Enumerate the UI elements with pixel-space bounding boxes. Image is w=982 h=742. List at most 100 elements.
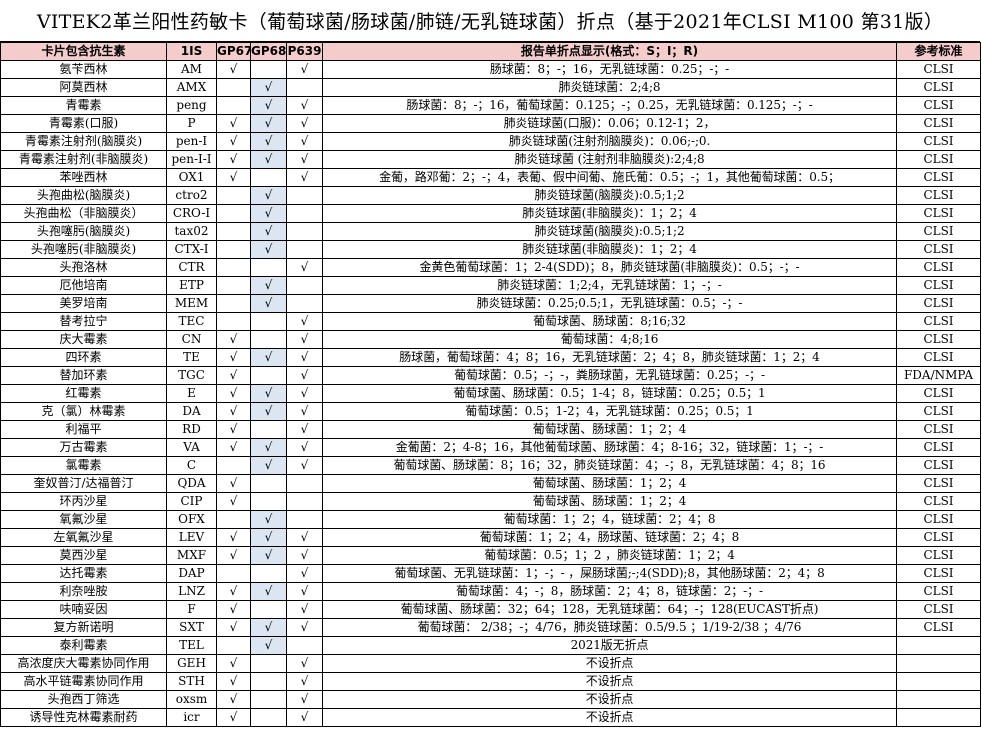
p639-check-cell <box>286 240 323 259</box>
standard-cell: CLSI <box>896 60 981 79</box>
breakpoint-cell: 肺炎链球菌：1;2;4，无乳链球菌：1；-；- <box>322 276 897 295</box>
p639-check-cell: √ <box>286 330 323 349</box>
antibiotic-name-cell: 美罗培南 <box>0 294 167 313</box>
gp68-check-cell <box>250 312 287 331</box>
breakpoint-cell: 肺炎链球菌：0.25;0.5;1，无乳链球菌：0.5；-；- <box>322 294 897 313</box>
antibiotic-code-cell: AMX <box>166 78 217 97</box>
standard-cell: CLSI <box>896 150 981 169</box>
p639-check-cell: √ <box>286 708 323 727</box>
sheet-title: VITEK2革兰阳性药敏卡（葡萄球菌/肠球菌/肺链/无乳链球菌）折点（基于202… <box>0 0 980 42</box>
standard-cell: CLSI <box>896 402 981 421</box>
antibiotic-name-cell: 替考拉宁 <box>0 312 167 331</box>
standard-cell: CLSI <box>896 204 981 223</box>
antibiotic-code-cell: SXT <box>166 618 217 637</box>
gp67-check-cell: √ <box>216 654 251 673</box>
antibiotic-name-cell: 青霉素(口服) <box>0 114 167 133</box>
gp68-check-cell: √ <box>250 546 287 565</box>
antibiotic-name-cell: 环丙沙星 <box>0 492 167 511</box>
antibiotic-name-cell: 复方新诺明 <box>0 618 167 637</box>
table-row: 青霉素(口服)P√√√肺炎链球菌(口服)：0.06；0.12-1；2，CLSI <box>0 114 981 133</box>
gp68-check-cell: √ <box>250 186 287 205</box>
standard-cell: CLSI <box>896 600 981 619</box>
standard-cell: CLSI <box>896 618 981 637</box>
antibiotic-name-cell: 头孢噻肟(非脑膜炎) <box>0 240 167 259</box>
breakpoint-cell: 葡萄球菌：1；2；4，肠球菌、链球菌：2；4；8 <box>322 528 897 547</box>
standard-cell <box>896 690 981 709</box>
breakpoint-cell: 葡萄球菌、肠球菌：1；2；4 <box>322 420 897 439</box>
gp67-check-cell: √ <box>216 474 251 493</box>
breakpoint-cell: 肺炎链球菌(脑膜炎):0.5;1;2 <box>322 222 897 241</box>
breakpoint-cell: 葡萄球菌：4;8;16 <box>322 330 897 349</box>
p639-check-cell: √ <box>286 384 323 403</box>
antibiotic-name-cell: 奎奴普汀/达福普汀 <box>0 474 167 493</box>
antibiotic-code-cell: F <box>166 600 217 619</box>
p639-check-cell: √ <box>286 582 323 601</box>
breakpoint-cell: 肠球菌：8；-；16，葡萄球菌：0.125；-；0.25，无乳链球菌：0.125… <box>322 96 897 115</box>
gp67-check-cell: √ <box>216 618 251 637</box>
standard-cell: CLSI <box>896 492 981 511</box>
antibiotic-name-cell: 莫西沙星 <box>0 546 167 565</box>
gp68-check-cell <box>250 258 287 277</box>
antibiotic-code-cell: ETP <box>166 276 217 295</box>
gp68-check-cell: √ <box>250 204 287 223</box>
breakpoint-cell: 葡萄球菌、肠球菌：8;16;32 <box>322 312 897 331</box>
header-antibiotic: 卡片包含抗生素 <box>0 42 167 61</box>
gp68-check-cell <box>250 690 287 709</box>
gp68-check-cell: √ <box>250 78 287 97</box>
antibiotic-code-cell: P <box>166 114 217 133</box>
antibiotic-name-cell: 头孢洛林 <box>0 258 167 277</box>
p639-check-cell: √ <box>286 546 323 565</box>
antibiotic-code-cell: E <box>166 384 217 403</box>
header-standard: 参考标准 <box>896 42 981 61</box>
antibiotic-name-cell: 青霉素注射剂(非脑膜炎) <box>0 150 167 169</box>
standard-cell: CLSI <box>896 438 981 457</box>
gp68-check-cell: √ <box>250 96 287 115</box>
gp68-check-cell <box>250 168 287 187</box>
p639-check-cell: √ <box>286 690 323 709</box>
p639-check-cell: √ <box>286 618 323 637</box>
gp68-check-cell <box>250 366 287 385</box>
standard-cell: FDA/NMPA <box>896 366 981 385</box>
antibiotic-code-cell: CTR <box>166 258 217 277</box>
antibiotic-name-cell: 头孢西丁筛选 <box>0 690 167 709</box>
p639-check-cell: √ <box>286 438 323 457</box>
gp67-check-cell: √ <box>216 708 251 727</box>
gp68-check-cell: √ <box>250 294 287 313</box>
gp67-check-cell: √ <box>216 60 251 79</box>
p639-check-cell <box>286 204 323 223</box>
gp68-check-cell <box>250 330 287 349</box>
antibiotic-code-cell: RD <box>166 420 217 439</box>
gp67-check-cell <box>216 204 251 223</box>
breakpoint-cell: 葡萄球菌：1；2；4，链球菌：2；4；8 <box>322 510 897 529</box>
antibiotic-code-cell: CIP <box>166 492 217 511</box>
gp67-check-cell: √ <box>216 690 251 709</box>
standard-cell: CLSI <box>896 96 981 115</box>
gp67-check-cell <box>216 294 251 313</box>
table-row: 青霉素注射剂(脑膜炎)pen-I√√√肺炎链球菌(注射剂脑膜炎)：0.06;-;… <box>0 132 981 151</box>
antibiotic-name-cell: 替加环素 <box>0 366 167 385</box>
standard-cell: CLSI <box>896 456 981 475</box>
breakpoint-cell: 葡萄球菌：0.5；1-2；4，无乳链球菌：0.25；0.5；1 <box>322 402 897 421</box>
gp67-check-cell: √ <box>216 114 251 133</box>
breakpoint-cell: 肺炎链球菌(口服)：0.06；0.12-1；2， <box>322 114 897 133</box>
breakpoint-cell: 不设折点 <box>322 672 897 691</box>
antibiotic-code-cell: OFX <box>166 510 217 529</box>
table-row: 青霉素注射剂(非脑膜炎)pen-I-I√√√肺炎链球菌 (注射剂非脑膜炎):2;… <box>0 150 981 169</box>
gp67-check-cell <box>216 312 251 331</box>
antibiotic-code-cell: LEV <box>166 528 217 547</box>
gp68-check-cell: √ <box>250 240 287 259</box>
gp68-check-cell: √ <box>250 528 287 547</box>
p639-check-cell: √ <box>286 402 323 421</box>
standard-cell: CLSI <box>896 168 981 187</box>
header-gp67: GP67 <box>216 42 251 61</box>
antibiotic-code-cell: QDA <box>166 474 217 493</box>
